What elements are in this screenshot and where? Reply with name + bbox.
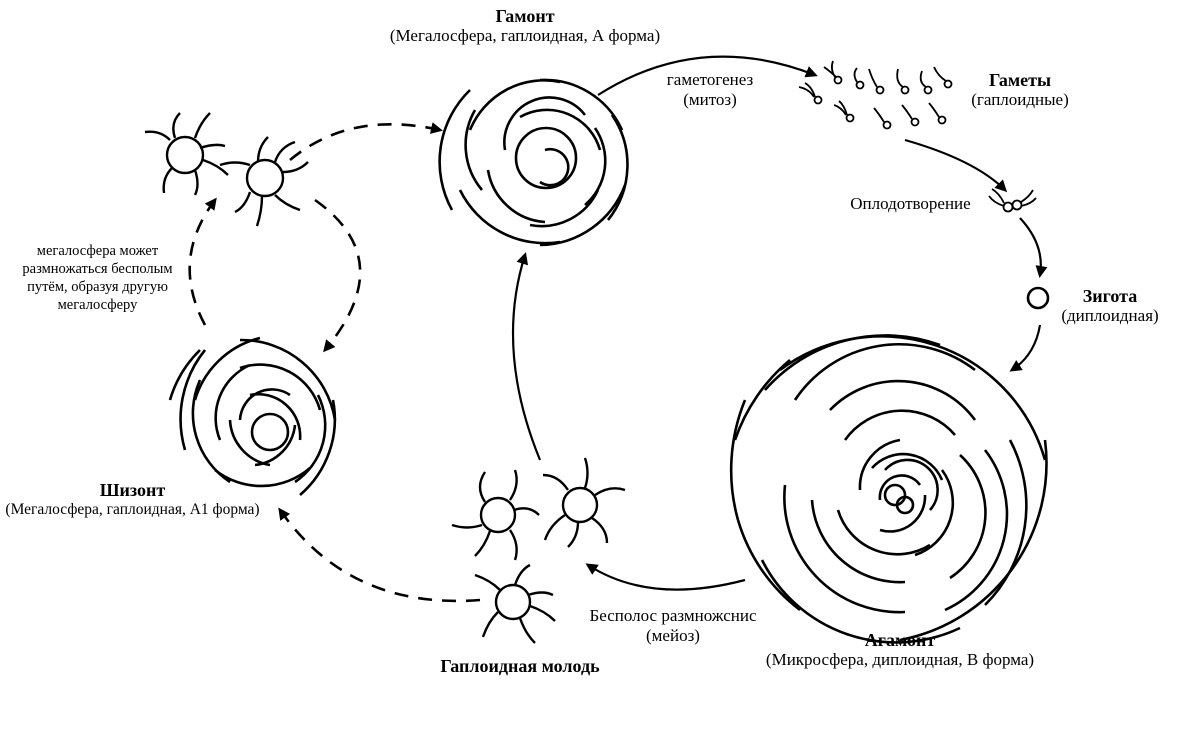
gametogenesis-label: гаметогенез (митоз) <box>645 70 775 110</box>
arrow-gamont-to-gametes <box>597 55 818 96</box>
dashed-arrow-loop-to-schizont <box>314 198 362 353</box>
dashed-arrow-schizont-to-megalosphere <box>188 197 217 326</box>
schizont-label: Шизонт (Мегалосфера, гаплоидная, А1 форм… <box>0 480 265 520</box>
dashed-arrow-megalosphere-to-gamont <box>289 122 443 161</box>
gamont-shell <box>438 78 629 247</box>
juveniles-label: Гаплоидная молодь <box>420 656 620 676</box>
asexual-line1: Бесполос размножснис <box>589 606 757 625</box>
gametes-subtitle: (гаплоидные) <box>971 90 1069 109</box>
juvenile-cell-2 <box>542 457 626 548</box>
arrow-juveniles-to-gamont <box>511 252 542 461</box>
gamont-title: Гамонт <box>495 6 555 26</box>
arrow-agamont-to-juveniles <box>585 563 746 591</box>
fertilization-label: Оплодотворение <box>850 194 971 213</box>
note-line1: мегалосфера может <box>36 243 159 259</box>
arrow-gametes-to-fertilization <box>904 138 1008 193</box>
zygote-title: Зигота <box>1082 286 1138 306</box>
megalosphere-cell-1 <box>144 112 229 196</box>
agamont-title: Агамонт <box>864 630 936 650</box>
megalosphere-cell-2 <box>219 136 309 227</box>
gamont-label: Гамонт (Мегалосфера, гаплоидная, А форма… <box>340 6 710 46</box>
schizont-shell <box>168 336 337 496</box>
dashed-arrow-juveniles-to-schizont <box>278 507 481 603</box>
agamont-subtitle: (Микросфера, диплоидная, В форма) <box>765 650 1035 669</box>
gametes-label: Гаметы (гаплоидные) <box>960 70 1080 110</box>
fertilization-gametes <box>988 188 1037 213</box>
arrow-zygote-to-agamont <box>1009 324 1042 372</box>
arrow-fertilization-to-zygote <box>1019 217 1048 278</box>
megalosphere-note: мегалосфера может размножаться бесполым … <box>10 242 185 314</box>
note-line4: мегалосферу <box>57 297 138 313</box>
note-line3: путём, образуя другую <box>27 279 168 295</box>
agamont-shell <box>729 334 1048 644</box>
juvenile-cell-3 <box>474 563 556 644</box>
schizont-title: Шизонт <box>99 480 166 500</box>
gametes-title: Гаметы <box>988 70 1051 90</box>
juvenile-cell-1 <box>451 469 540 561</box>
zygote-subtitle: (диплоидная) <box>1061 306 1159 325</box>
agamont-label: Агамонт (Микросфера, диплоидная, В форма… <box>735 630 1065 670</box>
gametogenesis-line1: гаметогенез <box>666 70 754 89</box>
gamont-subtitle: (Мегалосфера, гаплоидная, А форма) <box>389 26 661 45</box>
asexual-label: Бесполос размножснис (мейоз) <box>568 606 778 646</box>
zygote-cell <box>1026 286 1050 310</box>
asexual-line2: (мейоз) <box>646 626 700 645</box>
gametes-cluster <box>798 60 953 130</box>
zygote-label: Зигота (диплоидная) <box>1050 286 1170 326</box>
schizont-subtitle: (Мегалосфера, гаплоидная, А1 форма) <box>5 501 260 518</box>
juveniles-title: Гаплоидная молодь <box>440 656 600 676</box>
note-line2: размножаться бесполым <box>22 261 173 277</box>
gametogenesis-line2: (митоз) <box>683 90 737 109</box>
